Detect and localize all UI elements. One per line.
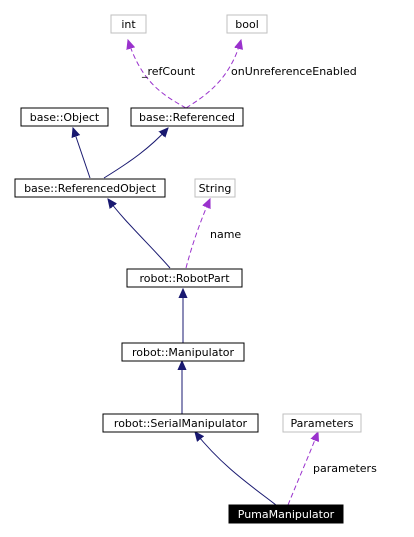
node-int-label: int (121, 18, 136, 31)
node-bool-label: bool (235, 18, 259, 31)
node-puma-manipulator-label: PumaManipulator (238, 508, 335, 521)
node-int[interactable]: int (110, 14, 147, 34)
node-string-label: String (199, 182, 232, 195)
edge-label-name: name (210, 228, 241, 241)
node-robot-serial-manipulator[interactable]: robot::SerialManipulator (102, 413, 259, 433)
node-base-referenced[interactable]: base::Referenced (130, 107, 244, 127)
edge-referenced-object-to-referenced (103, 128, 168, 179)
edge-robotpart-to-referenced-object (108, 199, 171, 269)
node-parameters-label: Parameters (291, 417, 354, 430)
node-robot-manipulator-label: robot::Manipulator (132, 346, 235, 359)
edge-name (185, 199, 210, 269)
node-string[interactable]: String (194, 178, 236, 198)
node-robot-robotpart-label: robot::RobotPart (139, 272, 230, 285)
node-puma-manipulator[interactable]: PumaManipulator (228, 504, 344, 524)
node-robot-robotpart[interactable]: robot::RobotPart (126, 268, 243, 288)
edge-label-on-unreference-enabled: onUnreferenceEnabled (231, 65, 357, 78)
node-parameters[interactable]: Parameters (282, 413, 362, 433)
node-bool[interactable]: bool (226, 14, 268, 34)
node-robot-serial-manipulator-label: robot::SerialManipulator (114, 417, 248, 430)
nodes: int bool base::Object base::Referenced b… (14, 14, 362, 524)
node-base-referenced-object-label: base::ReferencedObject (24, 182, 157, 195)
node-base-object[interactable]: base::Object (20, 107, 109, 127)
node-base-object-label: base::Object (30, 111, 100, 124)
edges (73, 40, 318, 506)
edge-labels: _refCount onUnreferenceEnabled name para… (141, 65, 377, 475)
edge-label-parameters: parameters (313, 462, 377, 475)
node-base-referenced-object[interactable]: base::ReferencedObject (14, 178, 166, 198)
edge-referenced-object-to-object (73, 128, 91, 179)
node-base-referenced-label: base::Referenced (139, 111, 235, 124)
edge-label-refcount: _refCount (141, 65, 196, 78)
node-robot-manipulator[interactable]: robot::Manipulator (121, 342, 245, 362)
edge-puma-to-serial (195, 432, 277, 506)
